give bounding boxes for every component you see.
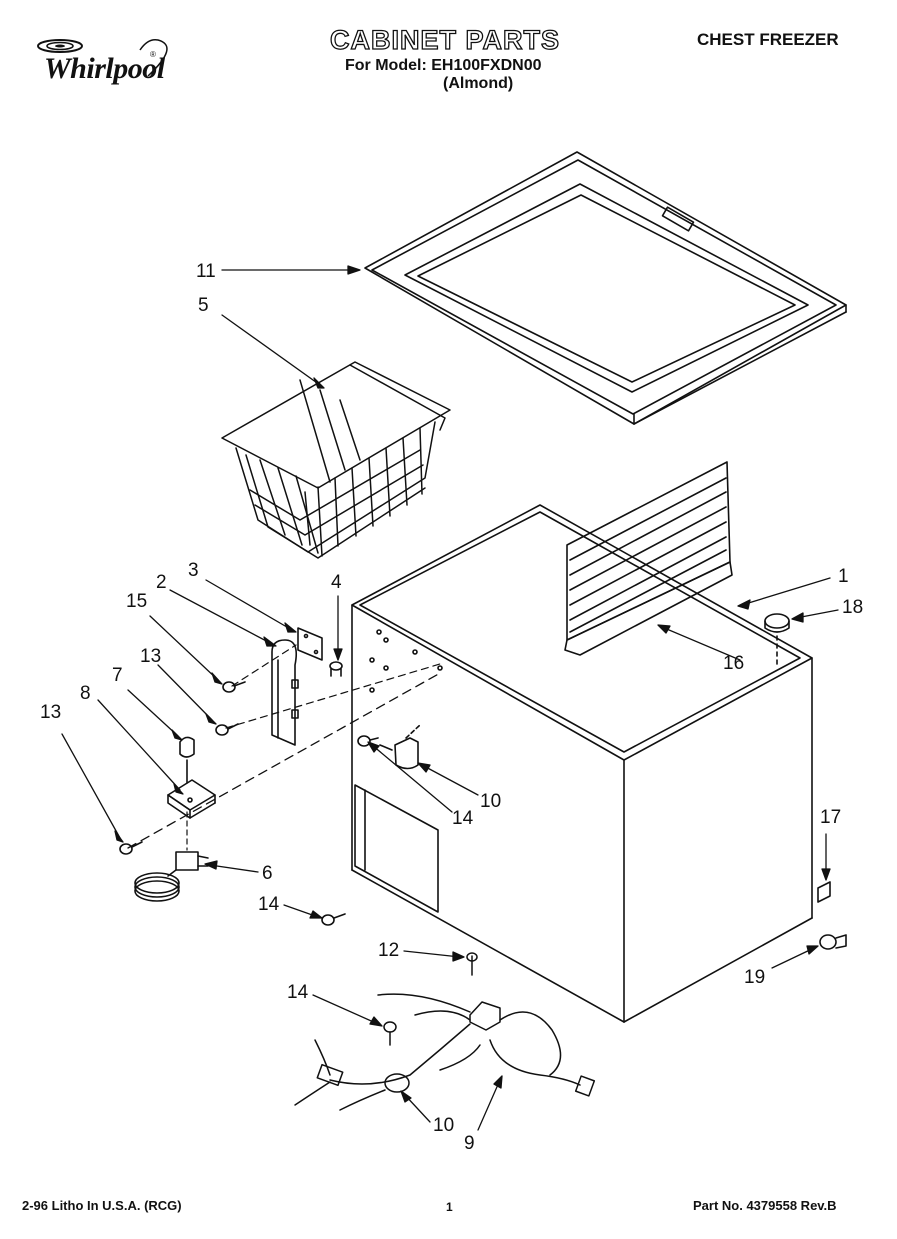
lid-gasket-frame	[364, 151, 847, 425]
registered-mark: ®	[150, 50, 156, 59]
callout-12: 12	[378, 940, 400, 961]
callout-6: 6	[262, 863, 273, 884]
drain-plug	[764, 613, 790, 669]
thermostat-assembly	[119, 736, 216, 902]
whirlpool-logo-icon	[37, 38, 168, 77]
callout-14-upper: 14	[452, 808, 474, 829]
callout-19: 19	[744, 967, 766, 988]
assembly-line	[127, 671, 443, 849]
callout-11: 11	[196, 261, 216, 282]
model-finish: (Almond)	[443, 75, 514, 92]
model-number: For Model: EH100FXDN00	[345, 57, 542, 74]
callout-4: 4	[331, 572, 342, 593]
callout-9: 9	[464, 1133, 475, 1154]
callout-17: 17	[820, 807, 842, 828]
callout-8: 8	[80, 683, 91, 704]
callout-18: 18	[842, 597, 864, 618]
callout-16: 16	[723, 653, 745, 674]
callout-14-middle: 14	[258, 894, 280, 915]
cabinet-screw	[321, 913, 346, 926]
brand-logo: Whirlpool	[44, 52, 165, 85]
callout-2: 2	[156, 572, 167, 593]
callout-13-upper: 13	[140, 646, 162, 667]
hinge-assembly	[215, 627, 343, 746]
relay-upper	[357, 724, 421, 770]
callout-3: 3	[188, 560, 199, 581]
leader-lines	[61, 265, 839, 1131]
callout-1: 1	[838, 566, 849, 587]
divider-panel	[564, 461, 733, 656]
part-number: Part No. 4379558 Rev.B	[693, 1198, 837, 1213]
callout-15: 15	[126, 591, 148, 612]
serial-label-and-drain	[817, 881, 847, 950]
wiring-harness	[294, 952, 596, 1111]
callout-14-lower: 14	[287, 982, 309, 1003]
callout-7: 7	[112, 665, 123, 686]
wire-basket	[221, 361, 451, 559]
cabinet-body	[351, 504, 813, 1023]
print-info: 2-96 Litho In U.S.A. (RCG)	[22, 1198, 182, 1213]
callout-5: 5	[198, 295, 209, 316]
callout-13-lower: 13	[40, 702, 62, 723]
callout-10-upper: 10	[480, 791, 502, 812]
product-category: CHEST FREEZER	[697, 30, 839, 49]
page-number: 1	[446, 1200, 453, 1214]
callout-10-lower: 10	[433, 1115, 455, 1136]
page-title: CABINET PARTS	[329, 24, 561, 55]
